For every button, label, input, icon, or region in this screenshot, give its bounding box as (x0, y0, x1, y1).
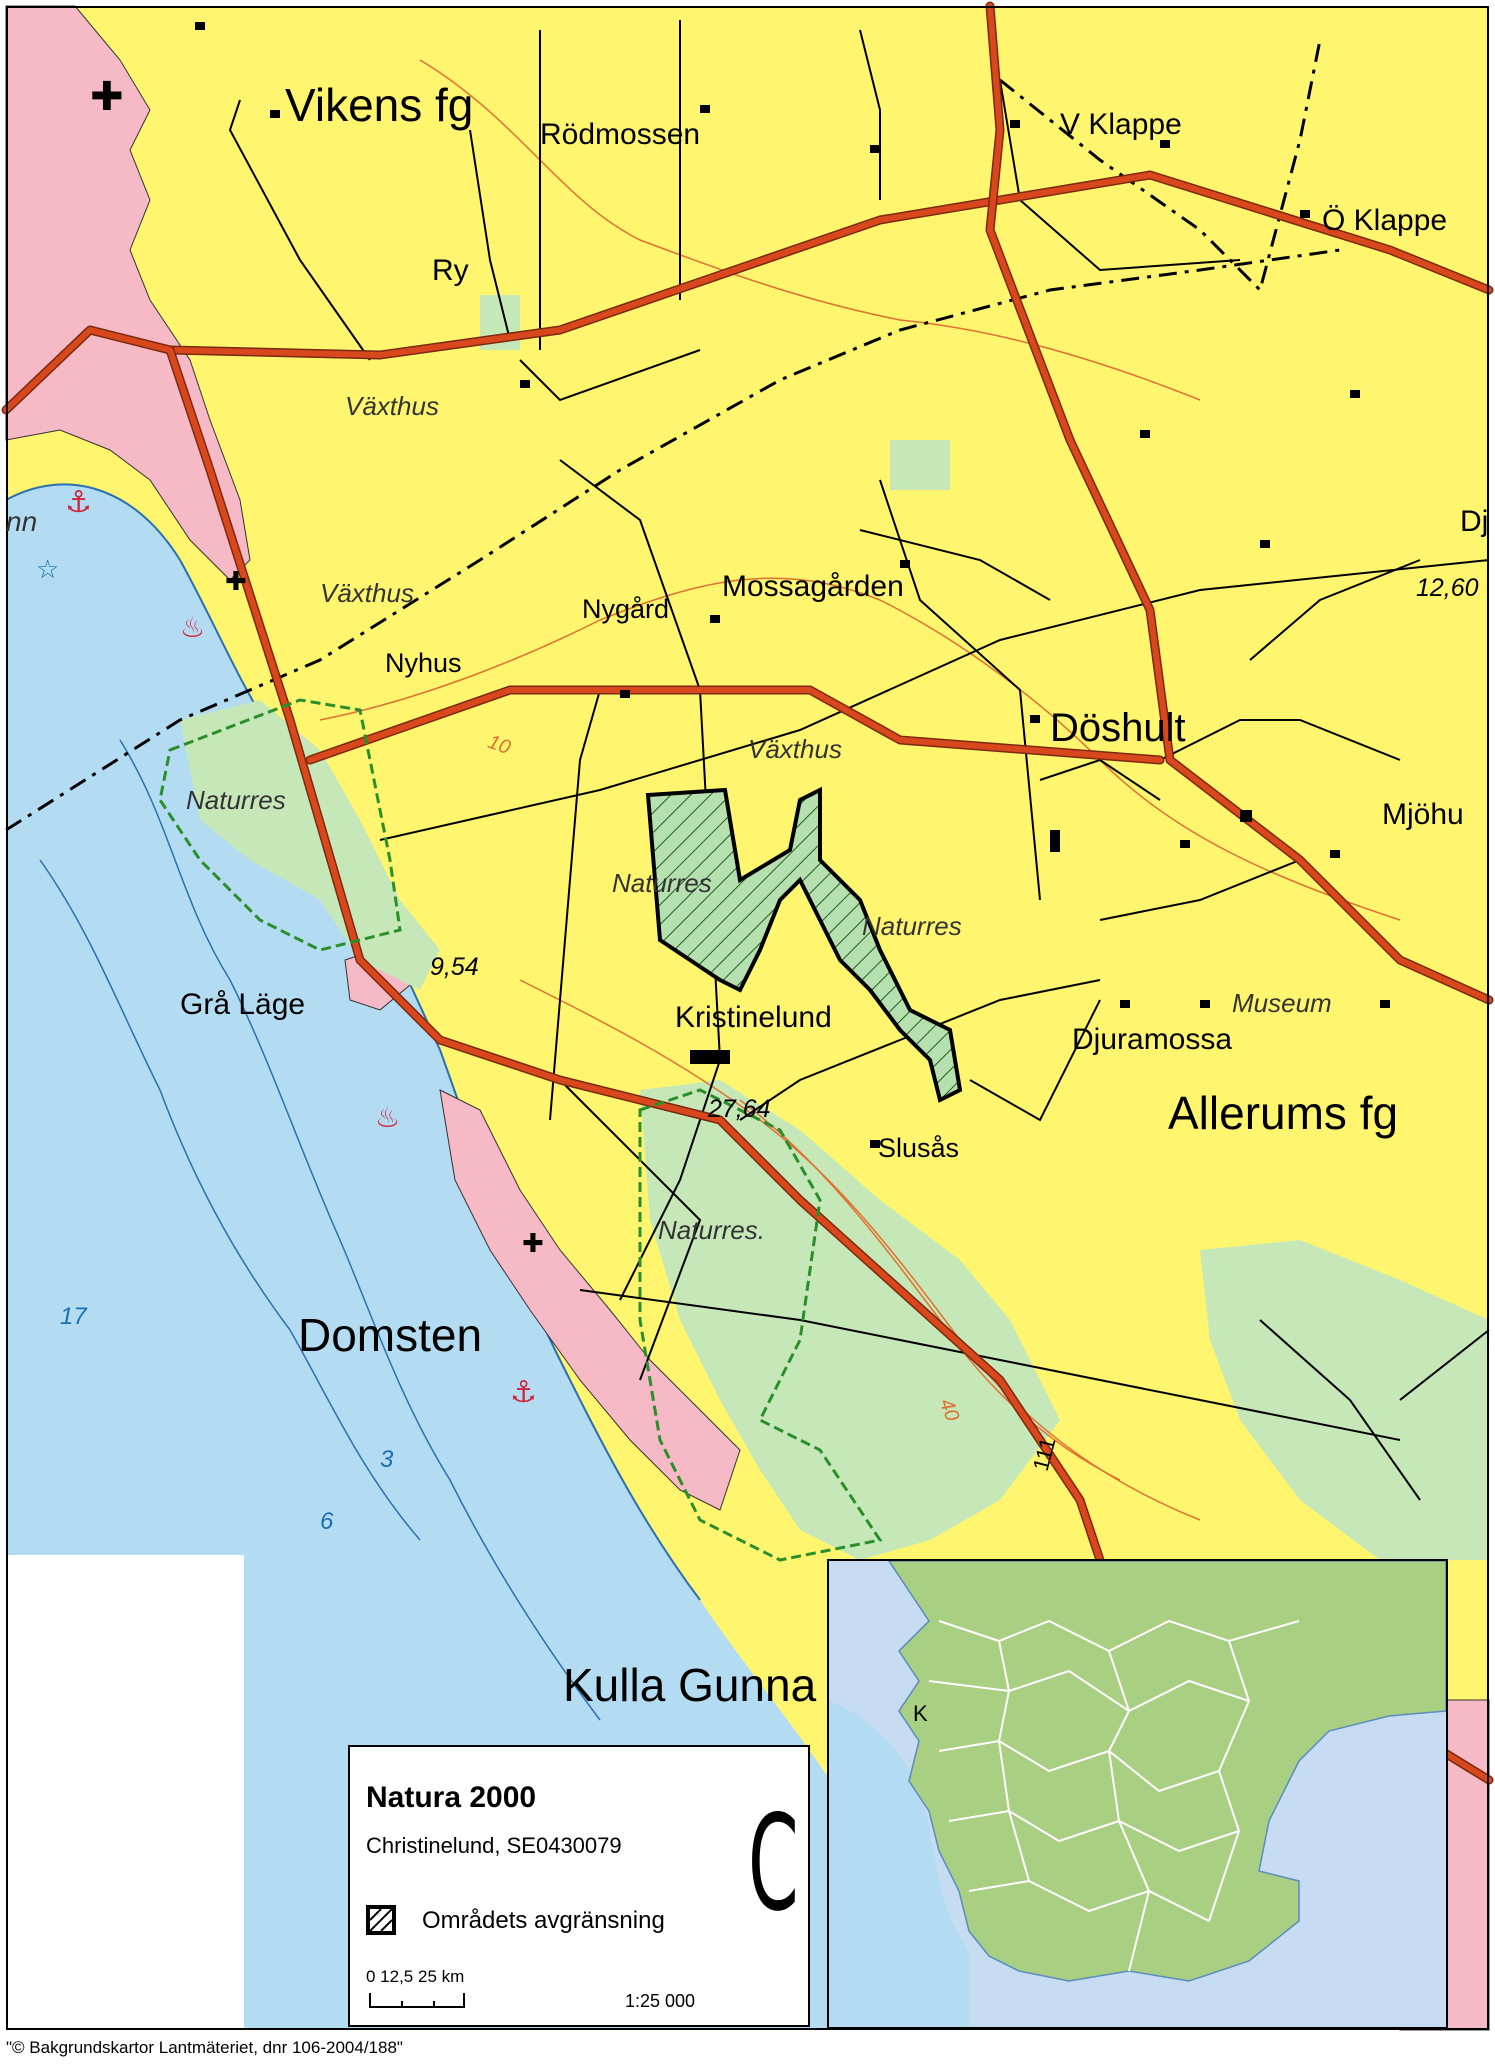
contour-line (319, 577, 1401, 921)
place-label-nygard: Nygård (582, 594, 670, 624)
place-label-rodmossen: Rödmossen (540, 118, 701, 151)
buildings (195, 22, 1390, 1148)
harbor-icon: ⚓ (65, 485, 92, 520)
urban-area (5, 5, 251, 581)
contour-line (419, 59, 1201, 401)
place-label-museum: Museum (1232, 988, 1332, 1018)
church-icon: ✚ (225, 567, 247, 597)
legend-scale-label: 0 12,5 25 km (366, 1967, 465, 1986)
spot-height: 9,54 (430, 953, 479, 981)
place-label-vaxthus: Växthus (345, 391, 439, 421)
place-label-vikens-fg: Vikens fg (285, 79, 474, 131)
place-label-v-klappe: V Klappe (1060, 108, 1182, 141)
place-label-kristinelund: Kristinelund (675, 1001, 832, 1034)
legend-scale-ratio: 1:25 000 (625, 1991, 696, 2011)
place-label-doshult: Döshult (1050, 706, 1186, 750)
place-label-ry: Ry (432, 254, 469, 287)
depth-label: 6 (320, 1508, 334, 1535)
place-label-djuramossa: Djuramossa (1072, 1023, 1233, 1056)
bathing-icon: ♨ (375, 1101, 400, 1134)
urban-area (439, 1089, 741, 1511)
copyright-credit: "© Bakgrundskartor Lantmäteriet, dnr 106… (6, 2038, 403, 2057)
depth-label: 17 (60, 1303, 87, 1330)
municipal-boundary (5, 248, 1341, 832)
place-label-vaxthus: Växthus (320, 578, 414, 608)
inset-overview-map[interactable]: K (827, 1559, 1448, 2029)
legend-title: Natura 2000 (366, 1781, 537, 1814)
forest (180, 700, 440, 990)
church-icon: ✚ (522, 1229, 544, 1259)
place-label-naturres: Naturres (612, 868, 712, 898)
legend-symbol-label: Områdets avgränsning (422, 1907, 665, 1934)
place-label-allerums-fg: Allerums fg (1168, 1087, 1399, 1139)
map-legend: Natura 2000 Christinelund, SE0430079 Omr… (348, 1745, 810, 2027)
harbor-icon: ⚓ (510, 1375, 537, 1410)
power-line (379, 559, 1490, 841)
place-label-slusas: Slusås (878, 1133, 960, 1163)
place-label-naturres: Naturres. (658, 1215, 765, 1245)
place-label-gra-lage: Grå Läge (180, 988, 306, 1021)
minor-roads (228, 20, 1490, 1501)
church-icon: ✚ (90, 74, 124, 120)
natura-2000-area[interactable] (645, 786, 963, 1103)
spot-height: 12,60 (1416, 574, 1479, 602)
place-label-mossagarden: Mossagården (722, 570, 904, 603)
inset-land (888, 1561, 1446, 1982)
scale-bar (369, 1993, 465, 2008)
depth-contour (119, 739, 601, 1721)
spot-height: 27,64 (708, 1095, 771, 1123)
place-label-mn: nn (6, 506, 38, 537)
forest (1200, 1240, 1489, 1560)
depth-label: 3 (380, 1446, 394, 1473)
forest (640, 1080, 1060, 1560)
place-label-domsten: Domsten (298, 1309, 483, 1361)
place-label-o-klappe: Ö Klappe (1322, 204, 1448, 237)
place-label-dj: Dj (1460, 505, 1489, 538)
inset-marker-label: K (913, 1701, 928, 1726)
place-label-naturres: Naturres (862, 911, 962, 941)
forest (890, 440, 950, 490)
bathing-icon: ♨ (180, 611, 205, 644)
blank-area (6, 1555, 244, 2030)
place-label-nyhus: Nyhus (385, 648, 462, 678)
place-label-naturres: Naturres (186, 785, 286, 815)
legend-hatch-swatch (366, 1905, 396, 1935)
nature-reserve-boundary (158, 698, 883, 1562)
contour-line (739, 1099, 1121, 1481)
place-label-mjohu: Mjöhu (1382, 798, 1464, 831)
inset-boundaries (928, 1619, 1300, 1972)
place-label-vaxthus: Växthus (748, 734, 842, 764)
contour-line (519, 979, 1201, 1521)
depth-contour (39, 859, 421, 1541)
main-roads (1, 1, 1494, 1785)
power-line (579, 1289, 1401, 1441)
star-icon: ☆ (36, 555, 59, 585)
inset-sea (829, 1701, 969, 2027)
legend-letter: C (748, 1787, 799, 1941)
legend-site-name: Christinelund, SE0430079 (366, 1833, 622, 1858)
place-label-kulla-gunna: Kulla Gunna (563, 1659, 817, 1711)
